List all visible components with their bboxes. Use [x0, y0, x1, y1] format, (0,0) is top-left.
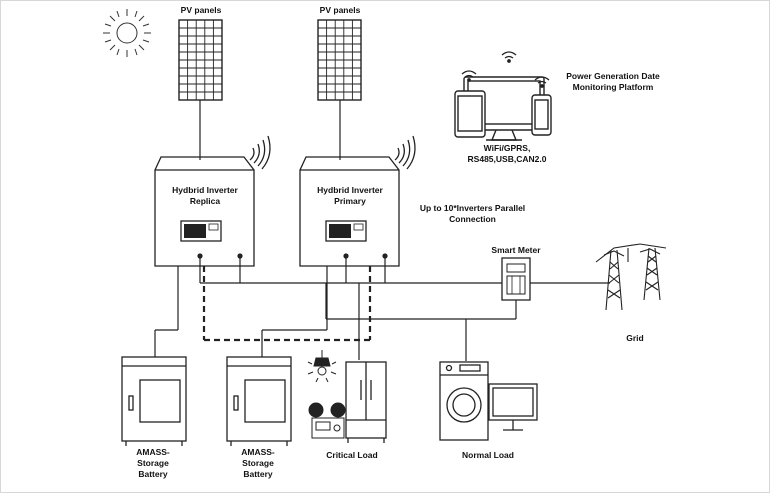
inverter-primary-label-line1: Hydbrid Inverter: [317, 185, 383, 195]
inverter-primary-label-line2: Primary: [334, 196, 366, 206]
battery2-label-line3: Battery: [243, 469, 273, 479]
phone-icon: [531, 94, 552, 136]
communication-label-line1: WiFi/GPRS,: [483, 143, 531, 153]
wifi-icon: [461, 51, 550, 88]
inverter-icon: [154, 156, 255, 267]
smart-meter-label: Smart Meter: [491, 245, 541, 255]
battery1-label-line3: Battery: [138, 469, 168, 479]
parallel-label-line2: Connection: [449, 214, 496, 224]
battery1-label-line2: Storage: [137, 458, 169, 468]
solar-panel-icon: [178, 19, 223, 101]
tv-icon: [488, 383, 538, 431]
communication-label-line2: RS485,USB,CAN2.0: [467, 154, 547, 164]
pv-panels-label-right: PV panels: [319, 5, 361, 15]
grid-label: Grid: [626, 333, 644, 343]
critical-load-label: Critical Load: [326, 450, 378, 460]
tablet-icon: [454, 90, 486, 138]
battery-cabinet-icon: [226, 356, 292, 446]
inverter-replica-label-line1: Hydbrid Inverter: [172, 185, 238, 195]
parallel-label-line1: Up to 10*Inverters Parallel: [419, 203, 526, 213]
lightbulb-icon: [307, 350, 337, 383]
speaker-icon: [308, 402, 346, 439]
wifi-icon: [249, 135, 271, 170]
battery2-label-line1: AMASS-: [241, 447, 275, 457]
transmission-tower-icon: [595, 243, 667, 311]
battery2-label-line2: Storage: [242, 458, 274, 468]
pv-panels-label-left: PV panels: [180, 5, 222, 15]
normal-load-label: Normal Load: [462, 450, 514, 460]
refrigerator-icon: [345, 361, 387, 443]
washing-machine-icon: [439, 361, 489, 441]
parallel-link-line: [202, 266, 372, 342]
smart-meter-icon: [501, 257, 531, 301]
wifi-icon: [394, 135, 416, 170]
inverter-replica-label-line2: Replica: [189, 196, 221, 206]
monitoring-platform-label-line1: Power Generation Date: [566, 71, 660, 81]
solar-panel-icon: [317, 19, 362, 101]
battery1-label-line1: AMASS-: [136, 447, 170, 457]
inverter-icon: [299, 156, 400, 267]
monitoring-platform-label-line2: Monitoring Platform: [572, 82, 654, 92]
battery-cabinet-icon: [121, 356, 187, 446]
sun-icon: [103, 9, 151, 57]
